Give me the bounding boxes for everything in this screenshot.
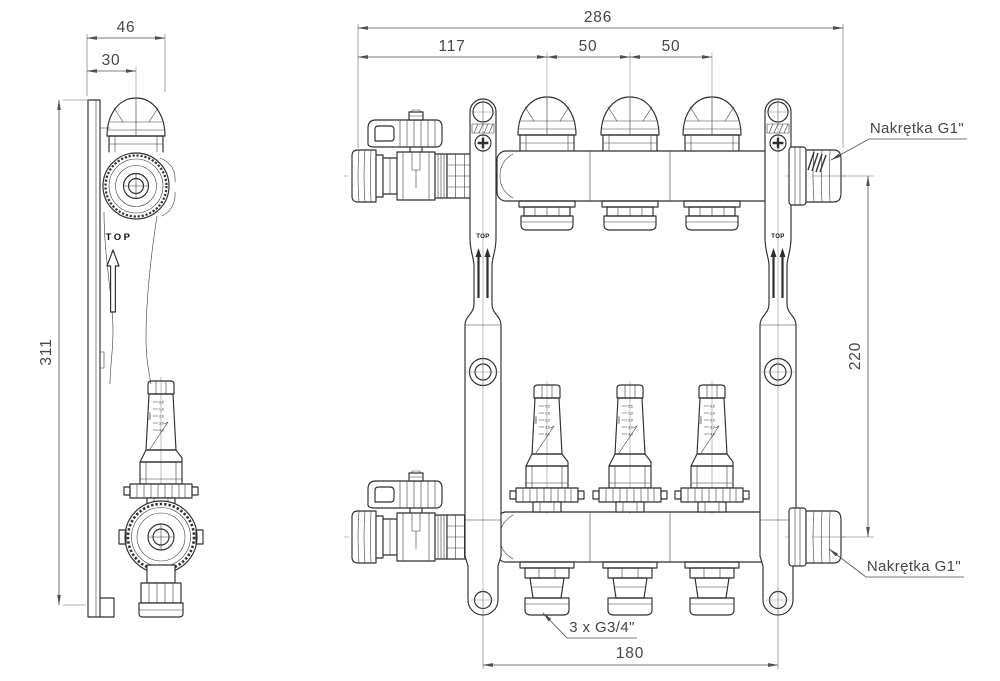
- label-union-nut-top: Nakrętka G1": [870, 120, 964, 137]
- dim-side-depth-label: 46: [117, 19, 136, 36]
- valve-cap-2: [600, 96, 660, 152]
- flow-meter-1: [509, 380, 585, 515]
- dim-side-offset: 30: [86, 52, 137, 97]
- loop-outlet-3: [684, 561, 740, 616]
- dim-front-spacing-b-label: 50: [662, 38, 681, 55]
- valve-cap-3: [682, 96, 742, 152]
- dim-side-offset-label: 30: [102, 52, 121, 69]
- flow-meter-side: [123, 376, 199, 511]
- thermostatic-valve-side: [102, 97, 176, 220]
- dim-front-spacing-a-label: 50: [579, 38, 598, 55]
- dimensions: 46 30 311 286 117 50 50: [38, 9, 967, 669]
- supply-port-2: [601, 200, 659, 231]
- ball-valve-side: [118, 500, 204, 574]
- valve-cap-1: [517, 96, 577, 152]
- dim-side-height: 311: [38, 99, 90, 606]
- loop-outlet-2: [602, 561, 658, 616]
- label-loop-outlets: 3 x G3/4": [569, 619, 635, 636]
- manifold-beam-top: [496, 150, 790, 202]
- wall-plate: [87, 99, 115, 618]
- loop-outlet-1: [519, 561, 575, 616]
- label-union-nut-bottom: Nakrętka G1": [867, 558, 961, 575]
- dim-front-width-label: 286: [584, 9, 612, 26]
- top-direction-arrow: [106, 249, 120, 313]
- bottom-outlet-side: [138, 564, 184, 618]
- top-marking: TOP: [106, 232, 133, 243]
- flow-meter-3: [674, 380, 750, 515]
- dim-front-spacings: 117 50 50: [357, 38, 713, 96]
- leader-union-nut-bottom: Nakrętka G1": [828, 548, 964, 578]
- supply-port-1: [518, 200, 576, 231]
- dim-front-height: 220: [812, 175, 874, 538]
- ball-valve-top: [343, 109, 484, 205]
- dim-front-height-label: 220: [847, 342, 864, 370]
- front-view: [343, 96, 847, 617]
- thread-hatch: [807, 151, 827, 173]
- flow-meter-2: [592, 380, 668, 515]
- dim-front-width: 286: [357, 9, 844, 148]
- mounting-bracket-left: [463, 97, 503, 617]
- bracket-arm-side: [103, 211, 158, 385]
- supply-port-3: [683, 200, 741, 231]
- dim-front-offset-label: 117: [438, 38, 465, 55]
- dim-side-height-label: 311: [38, 338, 55, 365]
- valve-body-circle: [102, 152, 170, 220]
- dim-front-mount-label: 180: [616, 645, 644, 662]
- dim-side-depth: 46: [86, 19, 166, 96]
- leader-loop-outlets: 3 x G3/4": [542, 612, 637, 639]
- manifold-beam-bottom: [496, 511, 790, 563]
- ball-valve-bottom: [343, 470, 484, 566]
- dim-front-mount: 180: [482, 612, 779, 669]
- side-view: TOP: [87, 97, 204, 618]
- leader-union-nut-top: Nakrętka G1": [830, 120, 967, 161]
